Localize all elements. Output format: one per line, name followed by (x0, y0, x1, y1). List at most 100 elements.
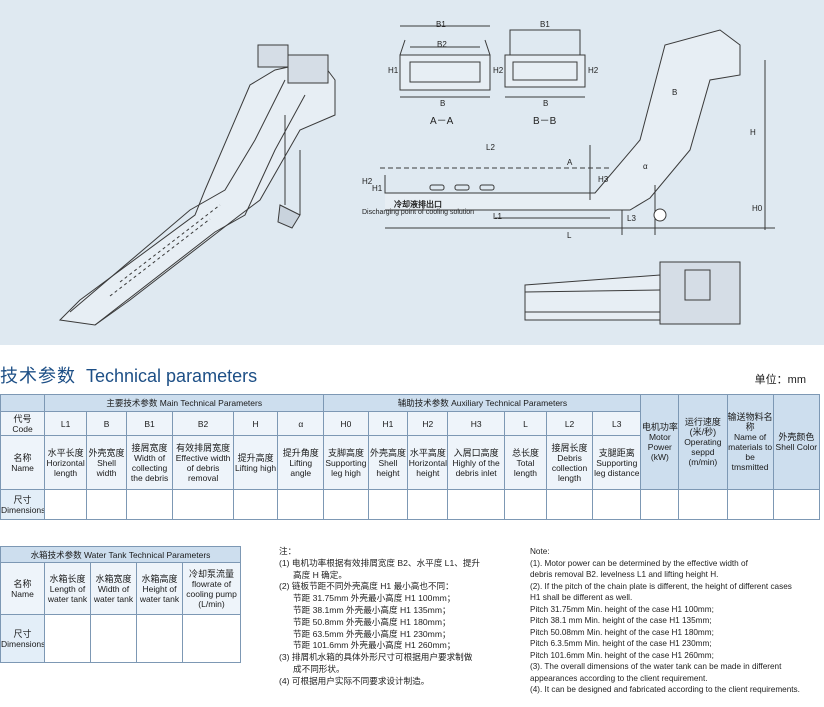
dim-h2-bb: H2 (588, 66, 599, 75)
note-cn-line: 节距 101.6mm 外壳最小高度 H1 260mm； (293, 640, 456, 651)
dim-cell[interactable] (503, 489, 547, 520)
col-operating-speed: 运行速度(米/秒)Operating seppd (m/min) (678, 394, 728, 490)
dim-alpha: α (643, 162, 648, 171)
unit-label: 单位：mm (754, 374, 806, 386)
dim-b-bb: B (543, 99, 549, 108)
dim-h2-aa: H2 (493, 66, 504, 75)
dim-cell[interactable] (367, 489, 409, 520)
main-parameters-table: 主要技术参数 Main Technical Parameters 辅助技术参数 … (0, 394, 821, 520)
code-b: B (86, 411, 127, 436)
code-l3: L3 (592, 411, 642, 436)
code-l2: L2 (545, 411, 594, 436)
main-params-header: 主要技术参数 Main Technical Parameters (44, 394, 325, 412)
section-bb-label: B－B (533, 116, 557, 127)
code-h1: H1 (367, 411, 409, 436)
dim-cell[interactable] (125, 489, 174, 520)
note-en-line: Note: (530, 547, 550, 556)
dim-b-aa: B (440, 99, 446, 108)
dim-cell[interactable] (592, 489, 642, 520)
dim-cell[interactable] (323, 489, 369, 520)
dim-h1-aa: H1 (388, 66, 399, 75)
note-cn-line: 节距 63.5mm 外壳最小高度 H1 230mm； (293, 628, 451, 639)
code-b1: B1 (125, 411, 174, 436)
drain-label-en: Discharging point of cooling solution (362, 209, 475, 216)
note-en-line: Pitch 38.1 mm Min. height of the case H1… (530, 616, 712, 625)
wt-dim-cell[interactable] (90, 614, 137, 663)
section-mark-a: A (567, 158, 573, 167)
dim-cell[interactable] (277, 489, 325, 520)
note-cn-line: 节距 38.1mm 外壳最小高度 H1 135mm； (293, 604, 451, 615)
aux-params-header: 辅助技术参数 Auxiliary Technical Parameters (323, 394, 642, 412)
note-cn-line: (1) 电机功率根据有效排屑宽度 B2、水平度 L1、提升 (279, 557, 481, 568)
dim-cell[interactable] (678, 489, 728, 520)
water-tank-table: 水箱技术参数 Water Tank Technical Parameters 名… (0, 546, 242, 663)
code-h3: H3 (447, 411, 505, 436)
dim-cell[interactable] (640, 489, 680, 520)
note-cn-line: 注： (279, 546, 297, 556)
note-cn-line: 节距 31.75mm 外壳最小高度 H1 100mm； (293, 593, 456, 604)
dim-cell[interactable] (172, 489, 235, 520)
note-en-line: (4). It can be designed and fabricated a… (530, 685, 800, 694)
note-en-line: H1 shall be different as well. (530, 593, 633, 602)
section-aa-label: A－A (430, 116, 454, 127)
wt-dim-cell[interactable] (181, 614, 242, 663)
note-cn-line: (4) 可根据用户实际不同要求设计制造。 (279, 675, 430, 686)
note-en-line: Pitch 101.6mm Min. height of the case H1… (530, 650, 714, 660)
code-h: H (233, 411, 279, 436)
dim-h1-side: H1 (372, 184, 383, 193)
wt-dim-cell[interactable] (44, 614, 91, 663)
wt-dim-cell[interactable] (136, 614, 183, 663)
water-tank-title: 水箱技术参数 Water Tank Technical Parameters (0, 546, 242, 563)
dim-cell[interactable] (726, 489, 774, 520)
section-title-cn: 技术参数 (0, 366, 76, 386)
note-en-line: debris removal B2. levelness L1 and lift… (530, 570, 719, 579)
dim-cell[interactable] (86, 489, 127, 520)
dim-cell[interactable] (44, 489, 88, 520)
dim-b1-aa: B1 (436, 20, 446, 29)
dim-h: H (750, 128, 756, 137)
drain-label-cn: 冷却液排出口 (394, 200, 442, 209)
dim-l: L (567, 231, 572, 240)
note-en-line: Pitch 31.75mm Min. height of the case H1… (530, 604, 714, 614)
code-l1: L1 (44, 411, 88, 436)
section-mark-b: B (672, 88, 678, 97)
code-h0: H0 (323, 411, 369, 436)
dim-cell[interactable] (545, 489, 594, 520)
dim-cell[interactable] (447, 489, 505, 520)
dim-cell[interactable] (407, 489, 449, 520)
dim-h2-side: H2 (362, 177, 373, 186)
dim-l1: L1 (493, 212, 502, 221)
note-en-line: (3). The overall dimensions of the water… (530, 662, 782, 671)
note-en-line: appearances according to the client requ… (530, 673, 708, 683)
dim-b2-aa: B2 (437, 40, 447, 49)
dim-cell[interactable] (772, 489, 821, 520)
technical-drawing-area: B1 B2 H1 H2 B A－A B1 H2 B B－B L2 H3 H2 H… (0, 0, 824, 345)
note-en-line: Pitch 50.08mm Min. height of the case H1… (530, 627, 714, 637)
note-cn-line: 节距 50.8mm 外壳最小高度 H1 180mm； (293, 616, 451, 627)
code-h2: H2 (407, 411, 449, 436)
note-en-line: (1). Motor power can be determined by th… (530, 558, 748, 568)
note-cn-line: 成不同形状。 (293, 663, 345, 674)
dim-cell[interactable] (233, 489, 279, 520)
dim-h3: H3 (598, 175, 609, 184)
